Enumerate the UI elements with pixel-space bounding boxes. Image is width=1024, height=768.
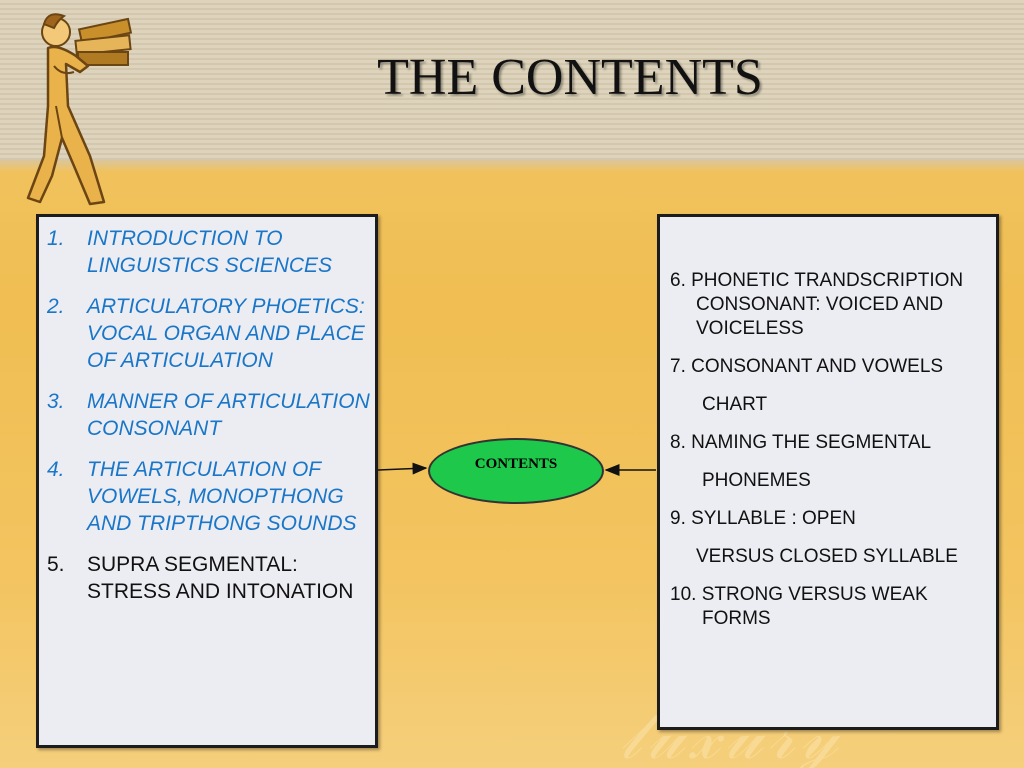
list-item: 10. STRONG VERSUS WEAK FORMS [670, 583, 992, 631]
right-contents-list: 6. PHONETIC TRANDSCRIPTION CONSONANT: VO… [670, 269, 992, 645]
list-item: 4. THE ARTICULATION OF VOWELS, MONOPTHON… [47, 456, 373, 537]
item-text: SUPRA SEGMENTAL: STRESS AND INTONATION [87, 553, 354, 603]
header-band [0, 0, 1024, 172]
left-contents-list: 1. INTRODUCTION TO LINGUISTICS SCIENCES … [47, 225, 373, 619]
item-line: FORMS [702, 608, 771, 629]
item-line: VERSUS CLOSED SYLLABLE [696, 546, 958, 567]
list-item: 8. NAMING THE SEGMENTAL PHONEMES [670, 431, 992, 493]
item-line: 10. STRONG VERSUS WEAK [670, 584, 928, 605]
item-line: 7. CONSONANT AND VOWELS [670, 356, 944, 377]
item-line: PHONEMES [702, 470, 811, 491]
item-number: 5. [47, 553, 65, 576]
list-item: 5. SUPRA SEGMENTAL: STRESS AND INTONATIO… [47, 551, 373, 605]
item-line: VOICELESS [696, 318, 804, 339]
center-node-label: CONTENTS [474, 456, 558, 472]
woman-carrying-books-illustration [26, 13, 133, 206]
left-contents-panel: 1. INTRODUCTION TO LINGUISTICS SCIENCES … [36, 214, 378, 748]
item-number: 3. [47, 390, 65, 413]
item-text: ARTICULATORY PHOETICS: VOCAL ORGAN AND P… [87, 295, 365, 372]
contents-center-node: CONTENTS [428, 438, 604, 504]
item-number: 1. [47, 227, 65, 250]
arrow-left-to-center [377, 462, 428, 475]
list-item: 9. SYLLABLE : OPEN VERSUS CLOSED SYLLABL… [670, 507, 992, 569]
item-text: MANNER OF ARTICULATION CONSONANT [87, 390, 370, 440]
right-contents-panel: 6. PHONETIC TRANDSCRIPTION CONSONANT: VO… [657, 214, 999, 730]
item-number: 2. [47, 295, 65, 318]
item-number: 4. [47, 458, 65, 481]
item-line: CONSONANT: VOICED AND [696, 294, 944, 315]
list-item: 2. ARTICULATORY PHOETICS: VOCAL ORGAN AN… [47, 293, 373, 374]
item-line: 8. NAMING THE SEGMENTAL [670, 432, 932, 453]
list-item: 6. PHONETIC TRANDSCRIPTION CONSONANT: VO… [670, 269, 992, 341]
item-text: THE ARTICULATION OF VOWELS, MONOPTHONG A… [87, 458, 357, 535]
list-item: 3. MANNER OF ARTICULATION CONSONANT [47, 388, 373, 442]
list-item: 7. CONSONANT AND VOWELS CHART [670, 355, 992, 417]
item-line: 6. PHONETIC TRANDSCRIPTION [670, 270, 964, 291]
item-text: INTRODUCTION TO LINGUISTICS SCIENCES [87, 227, 333, 277]
item-line: 9. SYLLABLE : OPEN [670, 508, 856, 529]
page-title: THE CONTENTS [377, 49, 763, 106]
list-item: 1. INTRODUCTION TO LINGUISTICS SCIENCES [47, 225, 373, 279]
item-line: CHART [702, 394, 768, 415]
